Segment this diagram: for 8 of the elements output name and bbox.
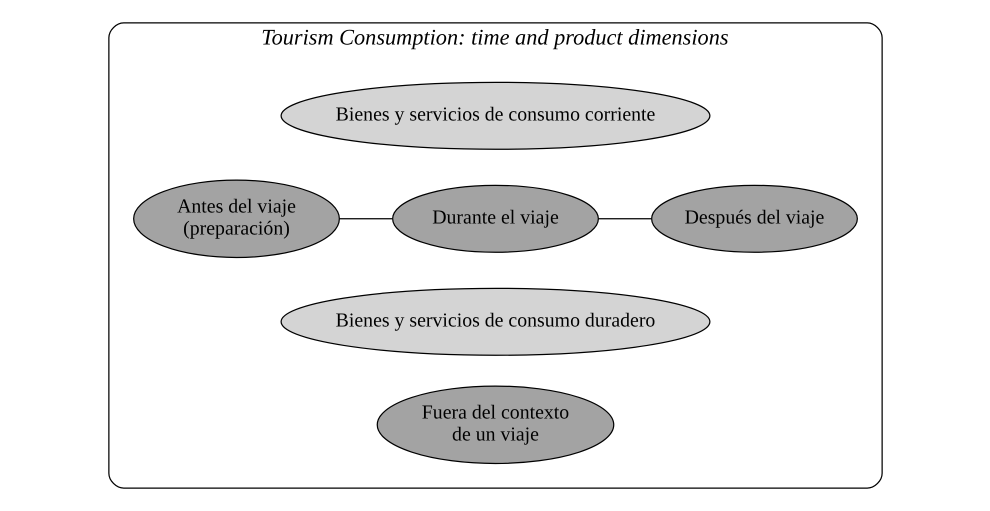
connector	[339, 218, 392, 220]
node-ellipse: Durante el viaje	[392, 184, 598, 253]
node-ellipse: Fuera del contexto de un viaje	[376, 385, 614, 464]
node-ellipse: Antes del viaje (preparación)	[132, 179, 340, 258]
node-ellipse: Bienes y servicios de consumo corriente	[280, 82, 710, 150]
node-ellipse: Después del viaje	[650, 184, 858, 253]
connector	[598, 218, 651, 220]
node-ellipse: Bienes y servicios de consumo duradero	[280, 288, 710, 356]
